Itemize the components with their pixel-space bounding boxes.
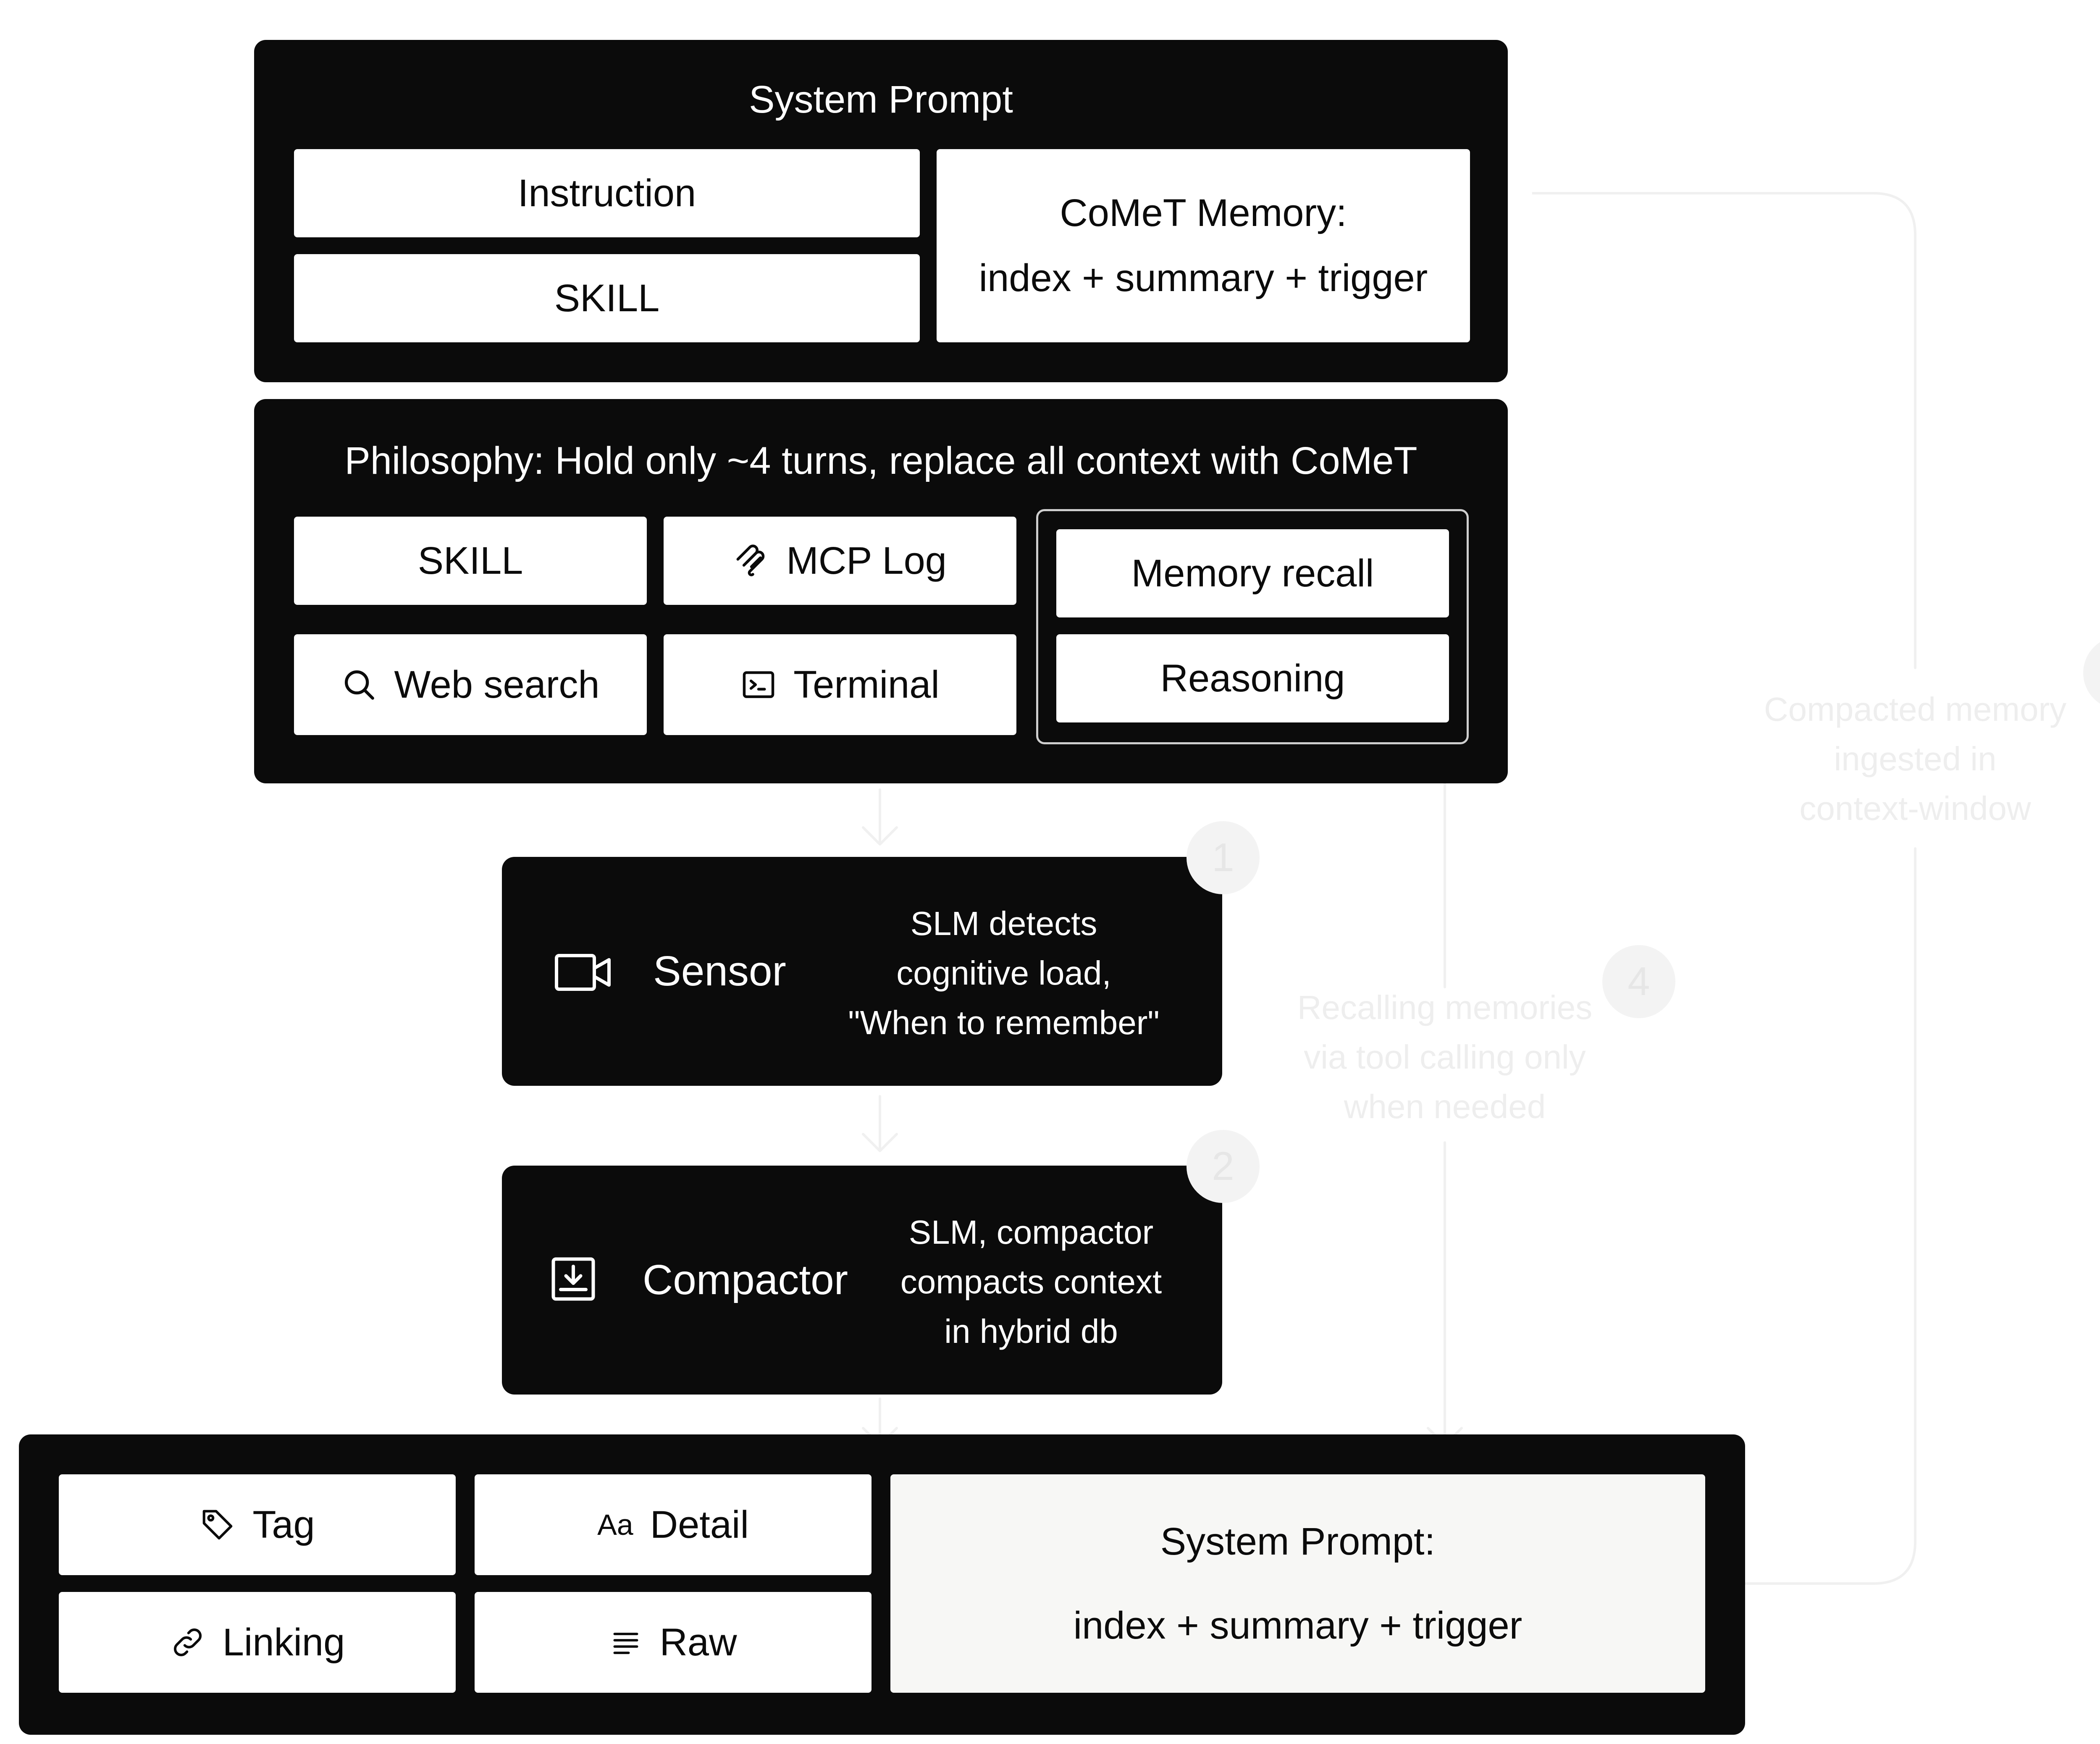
arrow-philosophy-to-sensor: [862, 788, 898, 846]
terminal-box: Terminal: [664, 634, 1016, 735]
compactor-box: Compactor SLM, compactor compacts contex…: [502, 1166, 1222, 1395]
compacted-memory-note: Compacted memory ingested in context-win…: [1705, 685, 2100, 833]
system-prompt-output-line1: System Prompt:: [1160, 1520, 1436, 1563]
storage-panel: Tag Aa Detail Linking Raw Sys: [19, 1434, 1745, 1735]
recall-note-line2: via tool calling only: [1304, 1038, 1586, 1076]
compacted-note-line1: Compacted memory: [1764, 691, 2067, 728]
memory-recall-box: Memory recall: [1056, 529, 1449, 617]
philosophy-skill-box: SKILL: [294, 517, 647, 605]
step-badge-1: 1: [1186, 821, 1260, 894]
sensor-box: Sensor SLM detects cognitive load, "When…: [502, 857, 1222, 1086]
compactor-desc-line1: SLM, compactor: [908, 1213, 1154, 1251]
detail-box: Aa Detail: [475, 1474, 872, 1575]
web-search-label: Web search: [394, 663, 600, 706]
compactor-desc-line2: compacts context: [900, 1263, 1162, 1300]
sensor-desc-line1: SLM detects: [910, 905, 1097, 942]
mcp-icon: [733, 543, 769, 579]
recall-note-line1: Recalling memories: [1297, 989, 1593, 1026]
philosophy-panel: Philosophy: Hold only ~4 turns, replace …: [254, 399, 1508, 783]
text-lines-icon: [609, 1626, 643, 1659]
mcp-log-label: MCP Log: [786, 539, 947, 582]
skill-box: SKILL: [294, 254, 920, 342]
step-badge-4: 4: [1602, 945, 1675, 1018]
web-search-box: Web search: [294, 634, 647, 735]
arrow-sensor-to-compactor: [862, 1095, 898, 1152]
philosophy-title: Philosophy: Hold only ~4 turns, replace …: [344, 439, 1418, 482]
raw-box: Raw: [475, 1592, 872, 1693]
tag-label: Tag: [252, 1503, 315, 1546]
sensor-title: Sensor: [653, 948, 786, 995]
compactor-desc-line3: in hybrid db: [944, 1313, 1118, 1350]
sensor-desc-line3: "When to remember": [848, 1004, 1160, 1041]
comet-memory-line1: CoMeT Memory:: [1060, 192, 1347, 234]
mcp-log-box: MCP Log: [664, 517, 1016, 605]
raw-label: Raw: [659, 1621, 737, 1664]
compactor-description: SLM, compactor compacts context in hybri…: [872, 1208, 1191, 1356]
recall-note-line3: when needed: [1344, 1088, 1546, 1125]
text-style-icon: Aa: [597, 1508, 633, 1541]
video-camera-icon: [554, 951, 613, 995]
memory-tools-group: [1036, 509, 1469, 744]
tag-icon: [200, 1507, 236, 1543]
linking-label: Linking: [222, 1621, 345, 1664]
tag-box: Tag: [59, 1474, 456, 1575]
detail-label: Detail: [650, 1503, 749, 1546]
linking-box: Linking: [59, 1592, 456, 1693]
link-icon: [170, 1624, 206, 1660]
terminal-icon: [740, 667, 777, 703]
compacted-note-line2: ingested in: [1834, 740, 1997, 777]
line-storage-to-system-prompt: [1481, 192, 1916, 1585]
comet-memory-line2: index + summary + trigger: [979, 257, 1428, 299]
system-prompt-output-box: System Prompt: index + summary + trigger: [890, 1474, 1705, 1693]
system-prompt-output-line2: index + summary + trigger: [1073, 1604, 1522, 1647]
search-icon: [341, 667, 377, 703]
download-tray-icon: [548, 1254, 598, 1306]
compacted-note-line3: context-window: [1799, 790, 2031, 827]
system-prompt-title: System Prompt: [749, 78, 1013, 121]
compactor-title: Compactor: [643, 1256, 848, 1303]
instruction-box: Instruction: [294, 149, 920, 237]
comet-memory-box: CoMeT Memory: index + summary + trigger: [937, 149, 1470, 342]
recall-memories-note: Recalling memories via tool calling only…: [1235, 983, 1655, 1132]
sensor-desc-line2: cognitive load,: [896, 954, 1111, 992]
terminal-label: Terminal: [793, 663, 940, 706]
system-prompt-panel: System Prompt Instruction SKILL CoMeT Me…: [254, 40, 1508, 382]
step-badge-2: 2: [1186, 1130, 1260, 1203]
reasoning-box: Reasoning: [1056, 634, 1449, 722]
sensor-description: SLM detects cognitive load, "When to rem…: [821, 899, 1186, 1048]
